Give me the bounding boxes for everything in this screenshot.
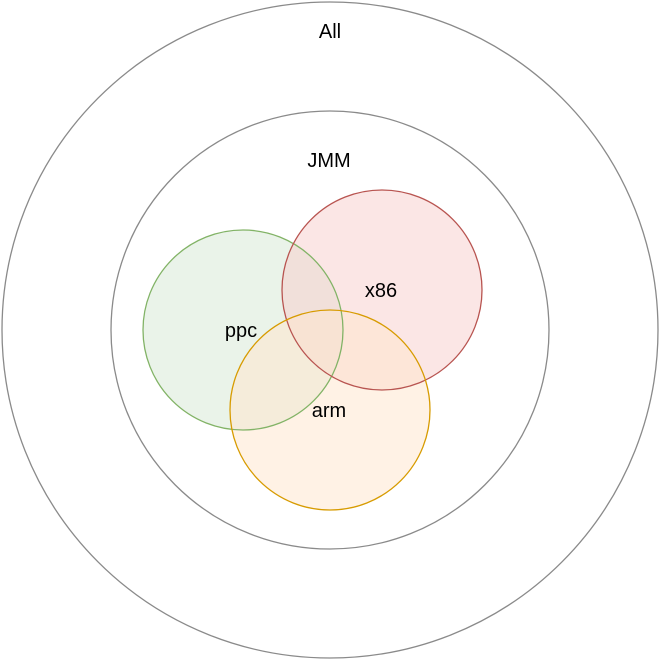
set-arm-circle (230, 310, 430, 510)
set-jmm-label: JMM (307, 150, 350, 172)
set-all-label: All (319, 21, 341, 43)
set-ppc-label: ppc (225, 320, 257, 342)
set-jmm-outline (110, 110, 550, 550)
set-arm-outline (229, 309, 431, 511)
set-x86-outline (281, 189, 483, 391)
set-arm-label: arm (312, 400, 346, 422)
set-x86-label: x86 (365, 280, 397, 302)
set-ppc-outline (142, 229, 344, 431)
